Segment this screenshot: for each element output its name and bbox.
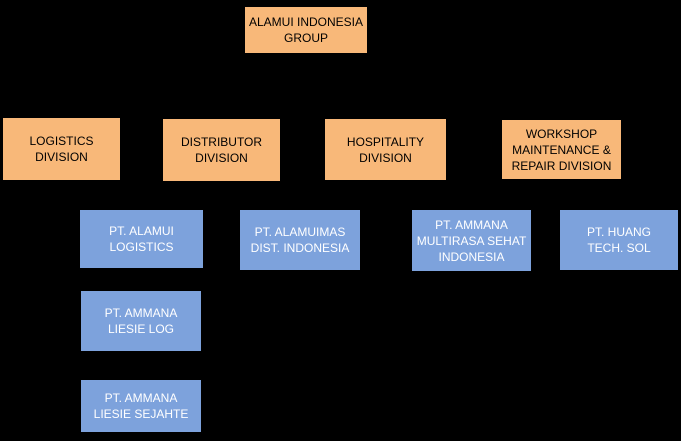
node-pt-alamuimas-dist-indonesia: PT. ALAMUIMAS DIST. INDONESIA xyxy=(240,210,360,270)
node-pt-alamui-logistics: PT. ALAMUI LOGISTICS xyxy=(80,210,203,268)
node-hospitality-division: HOSPITALITY DIVISION xyxy=(325,119,446,180)
node-workshop-maintenance-repair-division: WORKSHOP MAINTENANCE & REPAIR DIVISION xyxy=(502,120,621,179)
node-pt-ammana-multirasa-sehat-indonesia: PT. AMMANA MULTIRASA SEHAT INDONESIA xyxy=(412,210,531,271)
node-distributor-division: DISTRIBUTOR DIVISION xyxy=(163,119,280,181)
node-logistics-division: LOGISTICS DIVISION xyxy=(3,118,120,180)
node-alamui-indonesia-group: ALAMUI INDONESIA GROUP xyxy=(245,7,367,53)
node-pt-ammana-liesie-sejahte: PT. AMMANA LIESIE SEJAHTE xyxy=(81,380,201,432)
node-pt-ammana-liesie-log: PT. AMMANA LIESIE LOG xyxy=(81,291,201,351)
node-pt-huang-tech-sol: PT. HUANG TECH. SOL xyxy=(560,210,678,270)
